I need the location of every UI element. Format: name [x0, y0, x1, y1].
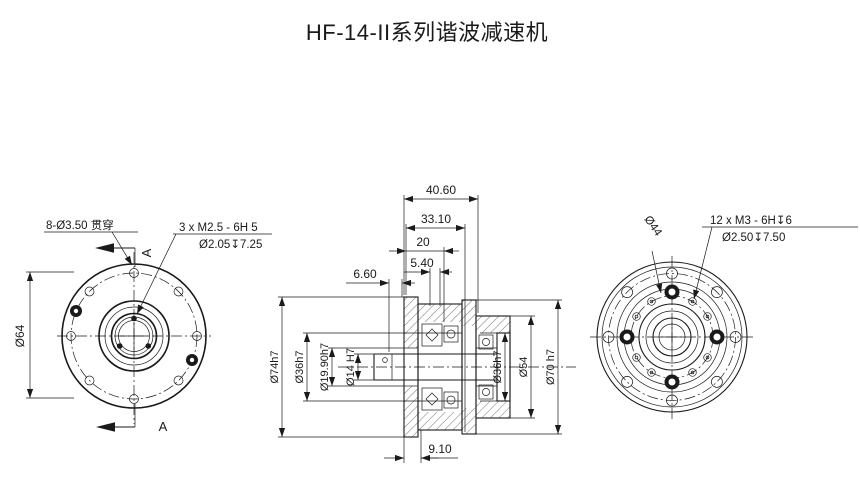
section-arrows: A A: [95, 243, 168, 434]
front-holes-label: 8-Ø3.50 贯穿: [46, 218, 114, 232]
rear-m3-screws: [632, 297, 712, 377]
front-bolt-holes: [66, 268, 202, 404]
section-letter-top: A: [139, 248, 154, 257]
dim-outer-64: Ø64: [13, 324, 27, 347]
rear-socket-screws: [619, 284, 725, 390]
dim-5-40: 5.40: [410, 256, 434, 270]
front-view: Ø64 A A 8-Ø3.50 贯穿 3 x M2.5 - 6H 5 Ø2.05…: [13, 218, 272, 434]
dim-9-10: 9.10: [428, 442, 452, 456]
front-labels: 8-Ø3.50 贯穿 3 x M2.5 - 6H 5 Ø2.05↧7.25: [44, 218, 272, 315]
dim-6-60: 6.60: [353, 267, 377, 281]
front-tap-label-1: 3 x M2.5 - 6H 5: [179, 222, 258, 234]
dim-19-90h7: Ø19.90h7: [319, 343, 331, 391]
section-hatch: [404, 297, 510, 437]
dim-54: Ø54: [518, 357, 530, 378]
section-view: 40.60 33.10 20 5.40 6.60 Ø74h7 Ø36h7: [269, 183, 576, 463]
dim-33-10: 33.10: [421, 212, 451, 226]
dim-70h7: Ø70 h7: [545, 349, 557, 385]
rear-view: Ø44 12 x M3 - 6H↧6 Ø2.50↧7.50: [590, 214, 858, 420]
rear-labels: Ø44 12 x M3 - 6H↧6 Ø2.50↧7.50: [642, 214, 858, 300]
section-dims-top: 40.60 33.10 20 5.40 6.60: [346, 183, 479, 432]
section-dim-bottom: 9.10: [384, 430, 458, 463]
dim-36h7-right: Ø36h7: [492, 350, 504, 383]
rear-tap-label-2: Ø2.50↧7.50: [722, 232, 785, 244]
dim-74h7: Ø74h7: [269, 350, 281, 383]
rear-bc-dim: Ø44: [642, 214, 665, 239]
dim-14-h7: Ø14 H7: [345, 348, 357, 386]
rear-tap-label-1: 12 x M3 - 6H↧6: [710, 215, 792, 227]
front-tapped-holes: [116, 315, 152, 349]
front-tap-label-2: Ø2.05↧7.25: [199, 239, 262, 251]
rear-bolt-holes: [602, 267, 742, 407]
section-bearings: [421, 323, 494, 411]
section-dims-left: Ø74h7 Ø36h7 Ø19.90h7 Ø14 H7: [269, 296, 420, 438]
dim-36h7-left: Ø36h7: [294, 350, 306, 383]
front-pin-holes: [70, 305, 198, 366]
front-dim-64: Ø64: [13, 271, 74, 399]
section-dims-right: Ø36h7 Ø54 Ø70 h7: [476, 299, 562, 435]
page-title: HF-14-II系列谐波减速机: [306, 20, 548, 45]
section-letter-bottom: A: [159, 419, 168, 434]
dim-20: 20: [416, 235, 430, 249]
dim-40-60: 40.60: [426, 183, 456, 197]
